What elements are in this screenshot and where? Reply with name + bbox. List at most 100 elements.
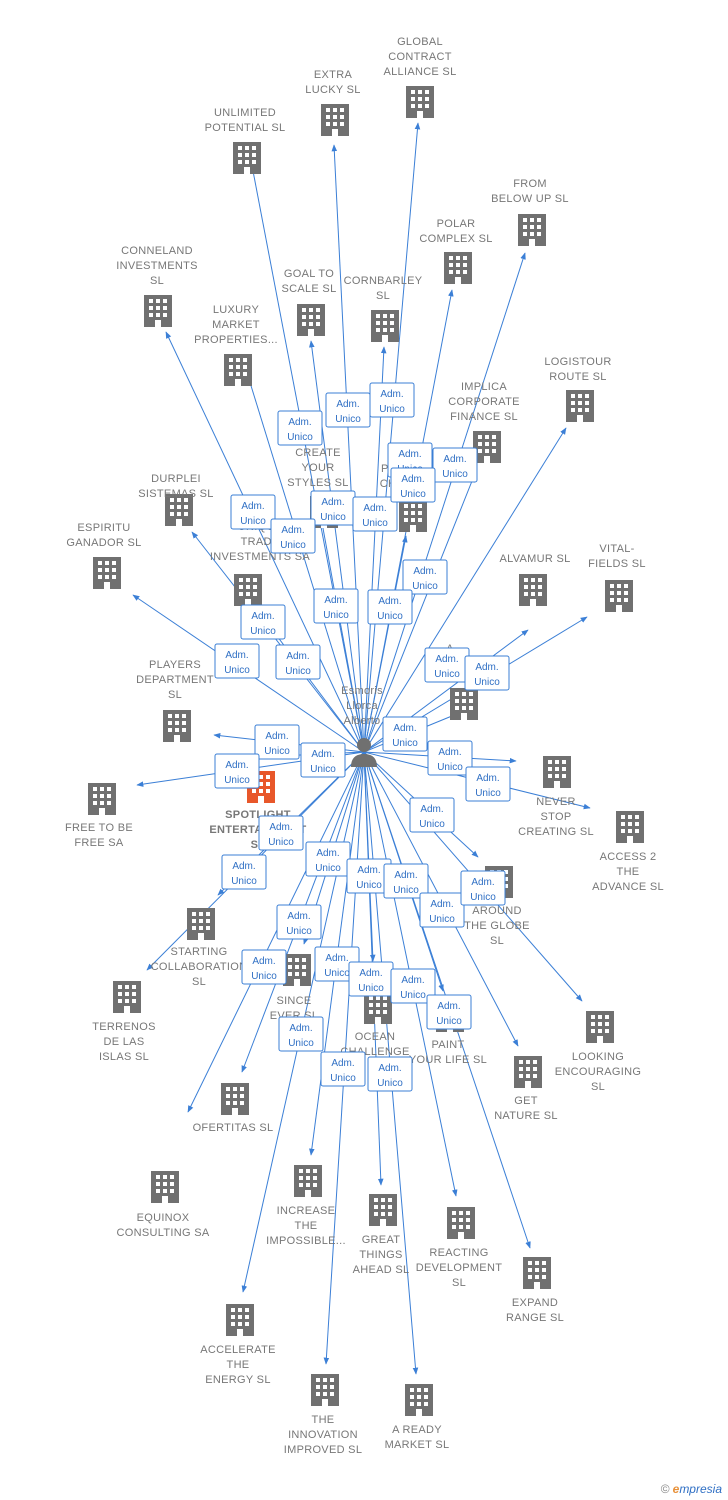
role-badge[interactable]: Adm.Unico xyxy=(310,490,356,526)
role-badge[interactable]: Adm.Unico xyxy=(460,870,506,906)
role-badge[interactable]: Adm.Unico xyxy=(426,994,472,1030)
role-badge[interactable]: Adm.Unico xyxy=(230,494,276,530)
badge-line: Adm. xyxy=(378,596,401,607)
company-name-line: STARTING xyxy=(171,946,228,958)
role-badge[interactable]: Adm.Unico xyxy=(278,1016,324,1052)
role-badge[interactable]: Adm.Unico xyxy=(241,949,287,985)
role-badge[interactable]: Adm.Unico xyxy=(221,854,267,890)
role-badge[interactable]: Adm.Unico xyxy=(275,644,321,680)
role-badge[interactable]: Adm.Unico xyxy=(383,863,429,899)
role-badge[interactable]: Adm.Unico xyxy=(464,655,510,691)
company-name-line: SINCE xyxy=(276,995,311,1007)
role-badge[interactable]: Adm.Unico xyxy=(367,589,413,625)
center-name-line-3: Alberto xyxy=(344,715,381,727)
building-icon xyxy=(224,354,252,386)
badge-line: Adm. xyxy=(331,1058,354,1069)
role-badge[interactable]: Adm.Unico xyxy=(276,904,322,940)
company-name-line: ADVANCE SL xyxy=(592,881,664,893)
role-badge[interactable]: Adm.Unico xyxy=(320,1051,366,1087)
badge-line: Adm. xyxy=(325,953,348,964)
badge-box xyxy=(258,815,304,851)
company-node[interactable]: OFERTITAS SL xyxy=(193,1083,274,1134)
role-badge[interactable]: Adm.Unico xyxy=(369,382,415,418)
role-badge[interactable]: Adm.Unico xyxy=(402,559,448,595)
role-badge[interactable]: Adm.Unico xyxy=(277,410,323,446)
company-name-line: GLOBAL xyxy=(397,36,443,48)
role-badge[interactable]: Adm.Unico xyxy=(409,797,455,833)
role-badge[interactable]: Adm.Unico xyxy=(270,518,316,554)
role-badge[interactable]: Adm.Unico xyxy=(254,724,300,760)
role-badge[interactable]: Adm.Unico xyxy=(352,496,398,532)
company-node[interactable]: ALVAMUR SL xyxy=(499,553,570,606)
role-badge[interactable]: Adm.Unico xyxy=(465,766,511,802)
role-badge[interactable]: Adm.Unico xyxy=(432,447,478,483)
badge-line: Adm. xyxy=(241,501,264,512)
role-badge[interactable]: Adm.Unico xyxy=(300,742,346,778)
company-name-line: SISTEMAS SL xyxy=(138,488,213,500)
role-badge[interactable]: Adm.Unico xyxy=(258,815,304,851)
building-icon xyxy=(405,1384,433,1416)
building-icon xyxy=(233,142,261,174)
role-badge[interactable]: Adm.Unico xyxy=(367,1056,413,1092)
role-badge[interactable]: Adm.Unico xyxy=(348,961,394,997)
role-badge[interactable]: Adm.Unico xyxy=(325,392,371,428)
role-badge[interactable]: Adm.Unico xyxy=(427,740,473,776)
badge-line: Unico xyxy=(356,880,382,891)
badge-line: Adm. xyxy=(359,968,382,979)
role-badge[interactable]: Adm.Unico xyxy=(424,647,470,683)
company-node[interactable]: LUXURYMARKETPROPERTIES... xyxy=(194,304,278,386)
company-node[interactable]: INCREASETHEIMPOSSIBLE... xyxy=(266,1165,346,1247)
building-icon xyxy=(311,1374,339,1406)
company-name-line: GET xyxy=(514,1095,538,1107)
role-badge[interactable]: Adm.Unico xyxy=(346,858,392,894)
company-name-line: SL xyxy=(150,275,164,287)
role-badge[interactable]: Adm.Unico xyxy=(419,892,465,928)
role-badge[interactable]: Adm.Unico xyxy=(390,968,436,1004)
role-badge[interactable]: Adm.Unico xyxy=(314,946,360,982)
role-badge[interactable]: Adm.Unico xyxy=(305,841,351,877)
role-badge[interactable]: Adm.Unico xyxy=(313,588,359,624)
role-badge[interactable]: Adm.Unico xyxy=(214,753,260,789)
role-badge[interactable]: Adm.Unico xyxy=(240,604,286,640)
building-icon xyxy=(523,1257,551,1289)
company-node[interactable]: VITAL-FIELDS SL xyxy=(588,543,646,612)
badge-line: Unico xyxy=(400,990,426,1001)
badge-box xyxy=(367,1056,413,1092)
center-person-node[interactable]: Esmoris Llorca Alberto xyxy=(341,685,383,767)
role-badge[interactable]: Adm.Unico xyxy=(390,467,436,503)
edges-layer xyxy=(132,122,591,1375)
role-badge[interactable]: Adm.Unico xyxy=(214,643,260,679)
role-badge[interactable]: Adm.Unico xyxy=(382,716,428,752)
building-icon xyxy=(163,710,191,742)
